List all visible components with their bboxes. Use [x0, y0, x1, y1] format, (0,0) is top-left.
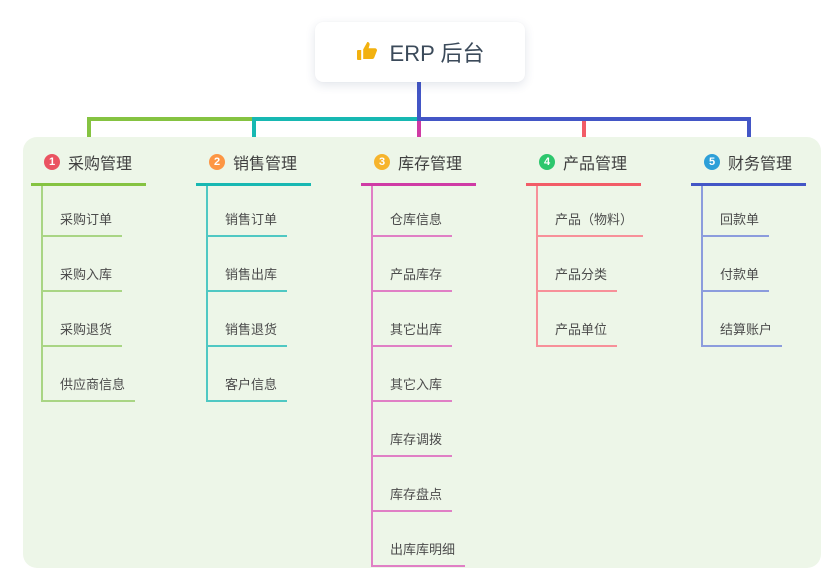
branch-header[interactable]: 5 财务管理 — [691, 150, 806, 186]
branch-child-item[interactable]: 付款单 — [703, 237, 770, 292]
branch-number-badge: 3 — [374, 154, 390, 170]
branch-number-badge: 2 — [209, 154, 225, 170]
branch-label: 采购管理 — [68, 156, 133, 173]
branch-children: 回款单付款单结算账户 — [701, 186, 806, 347]
connector-horizontal-right — [416, 117, 751, 121]
branch-number-badge: 5 — [704, 154, 720, 170]
branch-number-badge: 4 — [539, 154, 555, 170]
branch-3: 3 库存管理 仓库信息产品库存其它出库其它入库库存调拨库存盘点出库库明细 — [361, 150, 476, 567]
branch-child-item[interactable]: 仓库信息 — [373, 186, 453, 237]
branch-children: 产品（物料）产品分类产品单位 — [536, 186, 644, 347]
branch-4: 4 产品管理 产品（物料）产品分类产品单位 — [526, 150, 644, 347]
branch-child-item[interactable]: 销售订单 — [208, 186, 288, 237]
branch-child-item[interactable]: 回款单 — [703, 186, 770, 237]
connector-drop-3 — [416, 117, 421, 147]
connector-horizontal-middle — [251, 117, 421, 121]
branch-child-item[interactable]: 产品单位 — [538, 292, 618, 347]
thumbs-up-icon — [356, 40, 380, 64]
branch-child-item[interactable]: 采购订单 — [43, 186, 123, 237]
branch-label: 销售管理 — [233, 156, 298, 173]
branch-child-item[interactable]: 出库库明细 — [373, 512, 466, 567]
branch-1: 1 采购管理 采购订单采购入库采购退货供应商信息 — [31, 150, 146, 402]
branch-child-item[interactable]: 采购退货 — [43, 292, 123, 347]
branch-label: 财务管理 — [728, 156, 793, 173]
connector-drop-5 — [746, 117, 751, 147]
branch-header[interactable]: 1 采购管理 — [31, 150, 146, 186]
branch-2: 2 销售管理 销售订单销售出库销售退货客户信息 — [196, 150, 311, 402]
branch-child-item[interactable]: 供应商信息 — [43, 347, 136, 402]
root-node[interactable]: ERP 后台 — [315, 22, 525, 82]
branch-child-item[interactable]: 销售退货 — [208, 292, 288, 347]
branch-number-badge: 1 — [44, 154, 60, 170]
branch-header[interactable]: 2 销售管理 — [196, 150, 311, 186]
branch-children: 采购订单采购入库采购退货供应商信息 — [41, 186, 146, 402]
branch-child-item[interactable]: 产品（物料） — [538, 186, 644, 237]
branches-panel — [23, 137, 821, 568]
branch-child-item[interactable]: 销售出库 — [208, 237, 288, 292]
connector-drop-1 — [86, 117, 91, 147]
connector-drop-2 — [251, 117, 256, 147]
branch-child-item[interactable]: 其它出库 — [373, 292, 453, 347]
branch-child-item[interactable]: 采购入库 — [43, 237, 123, 292]
branch-children: 销售订单销售出库销售退货客户信息 — [206, 186, 311, 402]
branch-child-item[interactable]: 其它入库 — [373, 347, 453, 402]
branch-label: 库存管理 — [398, 156, 463, 173]
connector-drop-4 — [581, 117, 586, 147]
root-label: ERP 后台 — [389, 41, 485, 66]
connector-root — [416, 81, 421, 121]
connector-horizontal-left — [86, 117, 256, 121]
branch-children: 仓库信息产品库存其它出库其它入库库存调拨库存盘点出库库明细 — [371, 186, 476, 567]
branch-child-item[interactable]: 产品分类 — [538, 237, 618, 292]
branch-label: 产品管理 — [563, 156, 628, 173]
branch-5: 5 财务管理 回款单付款单结算账户 — [691, 150, 806, 347]
branch-child-item[interactable]: 产品库存 — [373, 237, 453, 292]
branch-child-item[interactable]: 客户信息 — [208, 347, 288, 402]
branch-header[interactable]: 4 产品管理 — [526, 150, 641, 186]
branch-child-item[interactable]: 库存盘点 — [373, 457, 453, 512]
branch-header[interactable]: 3 库存管理 — [361, 150, 476, 186]
branch-child-item[interactable]: 结算账户 — [703, 292, 783, 347]
branch-child-item[interactable]: 库存调拨 — [373, 402, 453, 457]
